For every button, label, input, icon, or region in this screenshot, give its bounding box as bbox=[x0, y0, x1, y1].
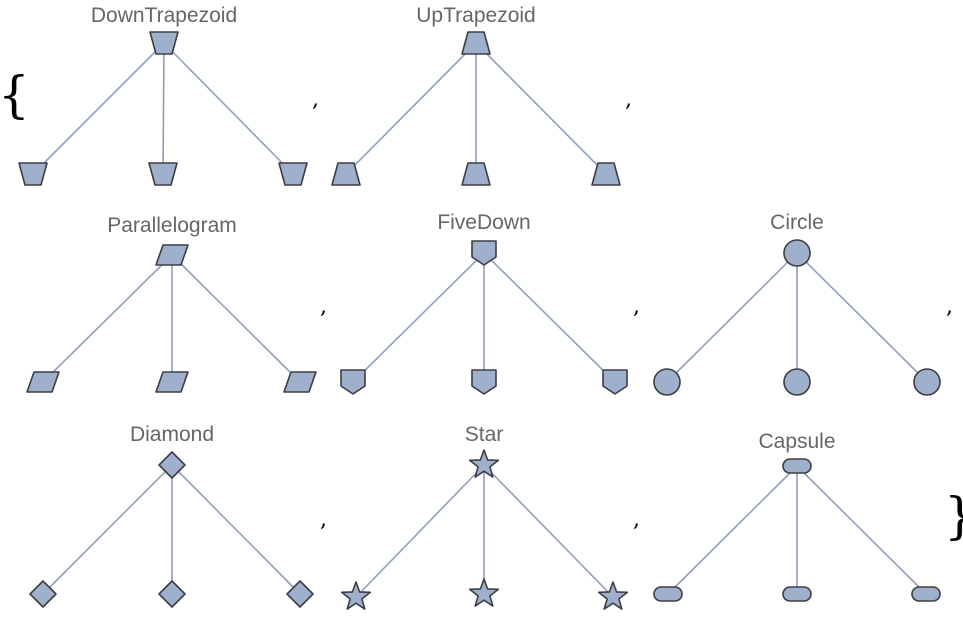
graph-edge bbox=[42, 464, 173, 595]
leaf-vertex-five-down bbox=[340, 369, 366, 395]
graph-title: DownTrapezoid bbox=[91, 4, 237, 27]
leaf-vertex-diamond bbox=[286, 580, 314, 608]
root-vertex-diamond bbox=[158, 451, 186, 479]
graph-circle: Circle bbox=[653, 211, 941, 396]
leaf-vertex-parallelogram bbox=[26, 371, 60, 393]
graph-edge bbox=[666, 252, 798, 383]
leaf-vertex-star bbox=[597, 581, 629, 610]
graph-title: Parallelogram bbox=[107, 214, 237, 237]
graph-capsule: Capsule bbox=[653, 430, 941, 602]
close-brace: } bbox=[944, 487, 963, 545]
separator-comma: , bbox=[320, 507, 327, 532]
graph-title: Star bbox=[465, 423, 504, 446]
graph-star: Star bbox=[340, 423, 629, 610]
separator-comma: , bbox=[633, 294, 640, 319]
separator-comma: , bbox=[320, 294, 327, 319]
leaf-vertex-up-trapezoid bbox=[331, 162, 361, 186]
graph-edge bbox=[345, 42, 477, 175]
leaf-vertex-up-trapezoid bbox=[461, 162, 491, 186]
leaf-vertex-parallelogram bbox=[155, 371, 189, 393]
graph-title: Capsule bbox=[758, 430, 835, 453]
graph-edge bbox=[32, 42, 165, 175]
graph-fivedown: FiveDown bbox=[340, 211, 628, 395]
graph-edge bbox=[796, 252, 928, 383]
graph-edge bbox=[171, 254, 301, 383]
graph-title: FiveDown bbox=[437, 211, 530, 234]
graph-edge bbox=[163, 42, 294, 175]
separator-comma: , bbox=[625, 87, 632, 112]
leaf-vertex-five-down bbox=[602, 369, 628, 395]
graph-parallelogram: Parallelogram bbox=[26, 214, 317, 393]
root-vertex-up-trapezoid bbox=[461, 31, 491, 55]
root-vertex-down-trapezoid bbox=[149, 31, 179, 55]
root-vertex-star bbox=[468, 449, 500, 478]
root-vertex-parallelogram bbox=[155, 244, 189, 266]
graph-title: Diamond bbox=[130, 423, 214, 446]
graph-edge bbox=[796, 465, 927, 595]
graph-diamond: Diamond bbox=[29, 423, 314, 608]
graph-title: Circle bbox=[770, 211, 824, 234]
graph-title: UpTrapezoid bbox=[416, 4, 535, 27]
graph-edge bbox=[352, 252, 485, 383]
root-vertex-capsule bbox=[782, 458, 812, 474]
graph-edge bbox=[171, 464, 301, 595]
leaf-vertex-down-trapezoid bbox=[148, 162, 178, 186]
graph-downtrapezoid: DownTrapezoid bbox=[18, 4, 308, 186]
leaf-vertex-star bbox=[468, 578, 500, 607]
leaf-vertex-five-down bbox=[471, 369, 497, 395]
leaf-vertex-diamond bbox=[29, 580, 57, 608]
open-brace: { bbox=[0, 66, 30, 124]
graph-edge bbox=[42, 254, 173, 383]
graph-edge bbox=[162, 42, 165, 175]
root-vertex-five-down bbox=[471, 240, 497, 266]
leaf-vertex-down-trapezoid bbox=[18, 162, 48, 186]
separator-comma: , bbox=[633, 507, 640, 532]
separator-comma: , bbox=[946, 294, 953, 319]
graph-edge bbox=[483, 464, 614, 598]
leaf-vertex-capsule bbox=[653, 586, 683, 602]
leaf-vertex-circle bbox=[913, 368, 941, 396]
graph-edge bbox=[355, 464, 485, 598]
leaf-vertex-diamond bbox=[158, 580, 186, 608]
leaf-vertex-parallelogram bbox=[283, 371, 317, 393]
graph-edge bbox=[483, 252, 616, 383]
separator-comma: , bbox=[312, 87, 319, 112]
graph-uptrapezoid: UpTrapezoid bbox=[331, 4, 621, 186]
leaf-vertex-capsule bbox=[911, 586, 941, 602]
leaf-vertex-capsule bbox=[782, 586, 812, 602]
leaf-vertex-down-trapezoid bbox=[278, 162, 308, 186]
root-vertex-circle bbox=[783, 239, 811, 267]
graph-edge bbox=[475, 42, 607, 175]
leaf-vertex-up-trapezoid bbox=[591, 162, 621, 186]
leaf-vertex-star bbox=[340, 581, 372, 610]
leaf-vertex-circle bbox=[653, 368, 681, 396]
leaf-vertex-circle bbox=[783, 368, 811, 396]
graph-edge bbox=[667, 465, 798, 595]
